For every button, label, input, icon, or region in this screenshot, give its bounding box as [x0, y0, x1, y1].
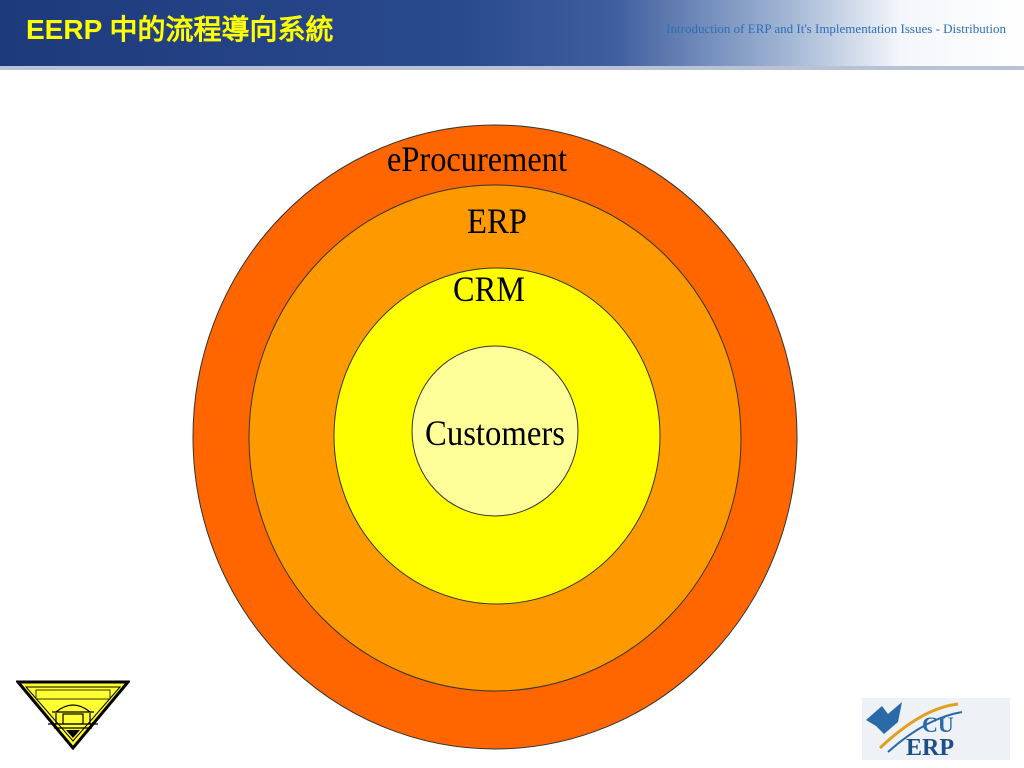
svg-text:CU: CU: [922, 712, 954, 737]
university-seal-logo: [16, 680, 130, 750]
slide-title: EERP 中的流程導向系統: [26, 14, 334, 45]
ncu-erp-logo: CU ERP: [862, 698, 1010, 760]
label-eprocurement: eProcurement: [387, 139, 567, 179]
label-erp: ERP: [467, 201, 527, 241]
ring-customers: [411, 345, 579, 517]
label-crm: CRM: [453, 269, 525, 309]
header-bar: EERP 中的流程導向系統 Introduction of ERP and It…: [0, 0, 1024, 70]
slide-subtitle: Introduction of ERP and It's Implementat…: [666, 21, 1006, 36]
svg-text:ERP: ERP: [906, 735, 954, 760]
label-customers: Customers: [425, 413, 565, 453]
